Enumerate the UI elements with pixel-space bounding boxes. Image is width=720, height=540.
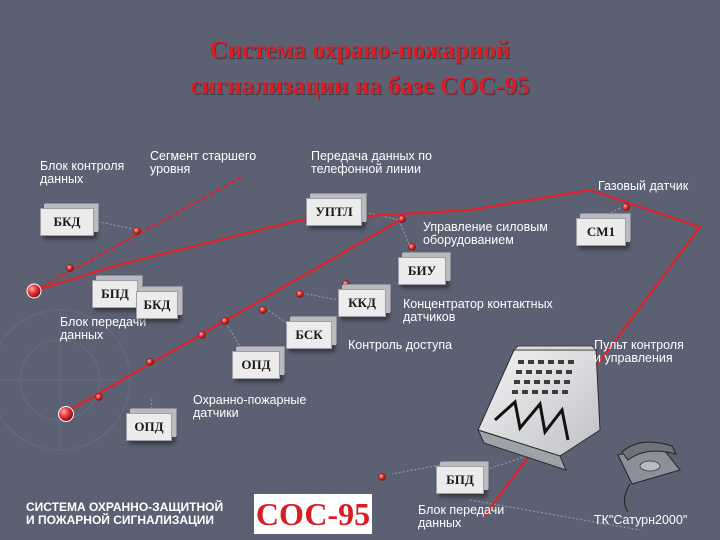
telephone-image	[617, 441, 681, 513]
device-box-bpd-bottom: БПД	[436, 466, 484, 494]
label-power-control: Управление силовым оборудованием	[423, 220, 548, 247]
device-box-biu: БИУ	[398, 257, 446, 285]
terminator-node-bottom	[58, 406, 74, 422]
label-access-control: Контроль доступа	[348, 338, 453, 352]
label-contact-hub: Концентратор контактных датчиков	[403, 297, 553, 324]
label-senior-segment: Сегмент старшего уровня	[150, 149, 257, 176]
label-transfer-block-left: Блок передачи данных	[60, 315, 147, 342]
label-gas-sensor: Газовый датчик	[598, 179, 689, 193]
device-box-uptl: УПТЛ	[306, 198, 362, 226]
label-control-console: Пульт контроля и управления	[594, 338, 684, 365]
compass-watermark	[0, 309, 131, 451]
device-box-bkd-top: БКД	[40, 208, 94, 236]
device-box-opd-low: ОПД	[126, 413, 172, 441]
signal-lines	[33, 175, 702, 516]
label-fire-sensors: Охранно-пожарные датчики	[193, 393, 307, 420]
device-box-bsk: БСК	[286, 321, 332, 349]
node-dots	[66, 203, 630, 481]
control-console-image	[477, 345, 601, 471]
device-box-kkd: ККД	[338, 289, 386, 317]
footer-product: ТК"Сатурн2000"	[594, 513, 688, 527]
slide-title-line1: Система охрано-пожарной	[209, 37, 511, 64]
label-phone-transfer: Передача данных по телефонной линии	[311, 149, 432, 176]
slide-title-line2: сигнализации на базе СОС-95	[190, 73, 530, 100]
terminator-node-top	[26, 283, 42, 299]
device-box-bkd-mid: БКД	[136, 291, 178, 319]
label-data-control-block: Блок контроля данных	[40, 159, 125, 186]
footer-big-label: СОС-95	[254, 494, 372, 534]
footer-system-name: СИСТЕМА ОХРАННО-ЗАЩИТНОЙ И ПОЖАРНОЙ СИГН…	[26, 500, 224, 527]
label-transfer-block-bottom: Блок передачи данных	[418, 503, 505, 530]
device-box-opd-mid: ОПД	[232, 351, 280, 379]
device-box-bpd-mid: БПД	[92, 280, 138, 308]
device-box-sm1: СМ1	[576, 218, 626, 246]
